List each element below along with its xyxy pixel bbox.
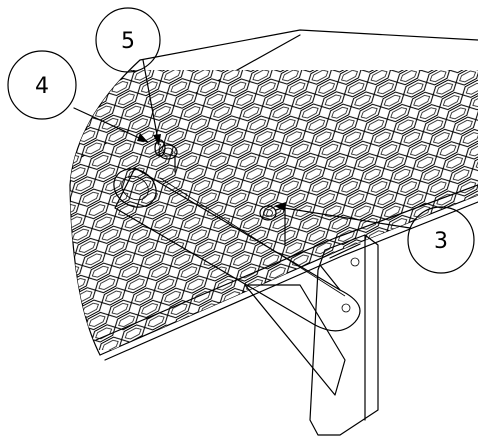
callout-label-4: 4 (35, 74, 49, 99)
leader-arrow-3 (274, 202, 286, 211)
expanded-metal-mesh (70, 70, 478, 350)
leader-arrow-5 (153, 134, 161, 146)
callout-label-3: 3 (434, 229, 448, 254)
callout-balloon-3: 3 (407, 206, 475, 274)
leader-arrow-4 (137, 133, 148, 142)
callout-label-5: 5 (121, 29, 135, 54)
callout-balloon-4: 4 (7, 50, 77, 120)
support-tube (113, 154, 361, 332)
leader-line-3 (277, 206, 411, 229)
leader-line-5 (142, 59, 159, 141)
wall-bracket-plate (244, 234, 379, 436)
grating-panel (69, 29, 478, 361)
callout-balloon-5: 5 (95, 7, 161, 73)
leader-line-4 (73, 107, 149, 143)
